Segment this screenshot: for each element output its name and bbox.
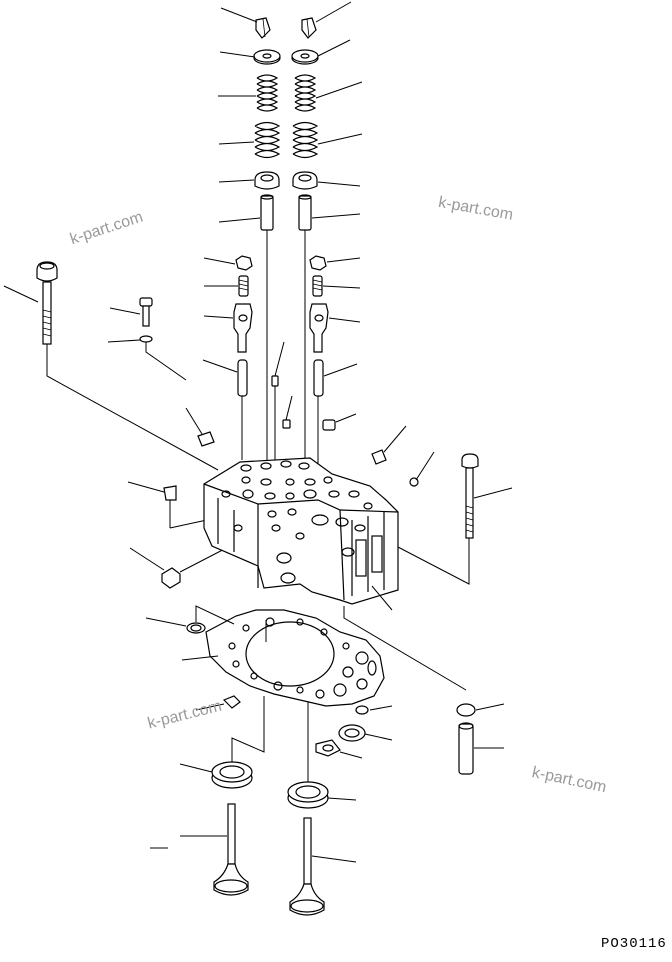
inner-valve-spring-left (254, 121, 281, 159)
leader-retainer-right (317, 39, 351, 57)
outer-valve-spring-right (294, 74, 317, 112)
leader-lines-cotter (220, 1, 352, 23)
cap-right (456, 703, 505, 717)
dowel-pin-small (282, 395, 293, 429)
adjust-screw-left (238, 275, 249, 297)
valve-guide-right (298, 194, 312, 231)
leader-seat-right (317, 181, 361, 187)
leader-spring-right (315, 81, 363, 99)
push-rod-right (313, 359, 324, 397)
plug-sleeve-left (185, 407, 215, 447)
spring-seat-right (292, 171, 318, 190)
o-ring-left (145, 605, 235, 634)
injector-holder-left (233, 303, 253, 353)
spring-seat-left (254, 171, 280, 190)
cylinder-head-bolt-right (395, 453, 513, 585)
plug-sleeve-right (371, 425, 407, 465)
outer-valve-spring-left (256, 74, 279, 112)
head-gasket (205, 609, 385, 707)
injector-holder-right (309, 303, 329, 353)
inner-valve-spring-right (292, 121, 319, 159)
lock-nut-right (309, 255, 327, 271)
leader-inner-spring-right (317, 133, 363, 145)
leader-guide-left (218, 217, 261, 223)
leader-seat-left (218, 179, 255, 183)
spring-retainer-right (291, 49, 319, 65)
adjust-screw-right (312, 275, 323, 297)
leader-gasket-left (181, 655, 219, 661)
leader-holder-left (203, 315, 234, 319)
gasket-plate-right (315, 739, 363, 759)
sleeve-right (458, 722, 504, 775)
figure-code-label: PO30116 (601, 936, 667, 952)
small-plug-right (409, 451, 435, 487)
plug-sleeve-right-top (322, 413, 357, 431)
valve-seat-insert-right (287, 702, 357, 809)
leader-nut-left (203, 257, 236, 265)
leader-guide-right (311, 213, 361, 219)
lock-nut-left (235, 255, 253, 271)
small-bolt-left (109, 297, 153, 327)
intake-valve (150, 803, 249, 896)
valve-cotter-right (301, 17, 317, 39)
leader-rod-left (202, 359, 238, 373)
leader-inner-spring-left (218, 141, 255, 145)
small-plug-bottom (195, 695, 241, 711)
valve-cotter-left (255, 17, 271, 39)
valve-seat-insert-left (179, 696, 265, 789)
small-plug-left (127, 481, 217, 529)
exhaust-valve (289, 817, 357, 916)
leader-retainer-left (219, 51, 256, 58)
leader-gasket-right (343, 606, 467, 691)
seal-ring-right (338, 724, 393, 742)
spring-retainer-left (253, 49, 281, 65)
leader-rod-right (323, 363, 358, 377)
valve-guide-left (260, 194, 274, 231)
cylinder-head-bolt-left (3, 261, 219, 471)
dowel-pin-center (271, 341, 285, 470)
push-rod-left (237, 359, 248, 397)
leader-holder-right (328, 317, 361, 323)
leader-nut-right (326, 257, 361, 263)
leader-screw-right (322, 285, 361, 289)
cylinder-head (203, 457, 399, 611)
seal-washer-right (355, 705, 393, 715)
washer-left (107, 335, 187, 381)
